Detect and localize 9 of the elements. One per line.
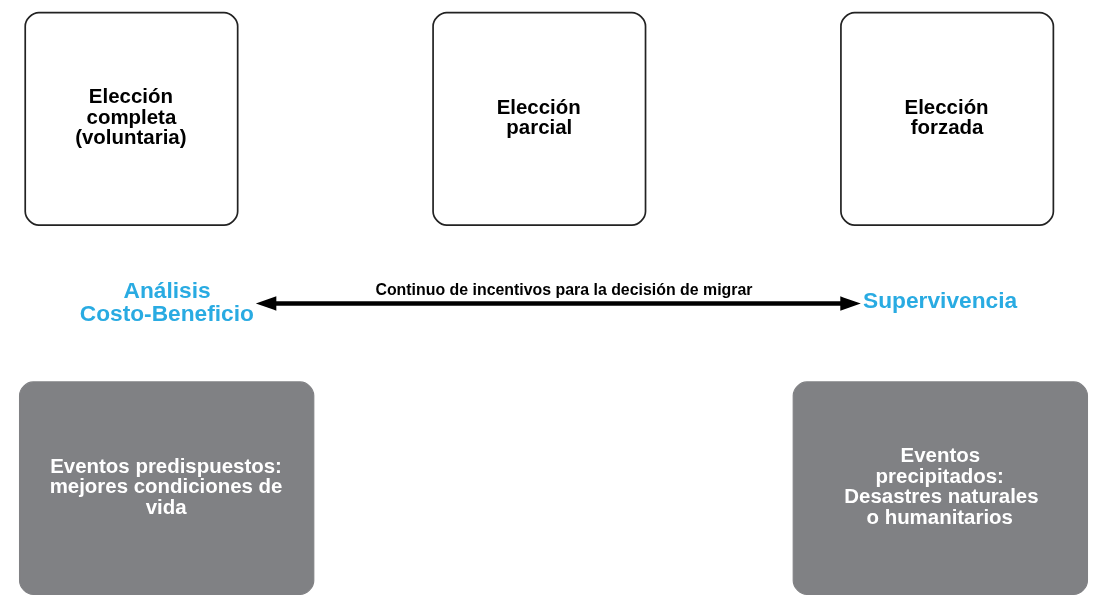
- node-box: Elección completa (voluntaria): [24, 11, 239, 226]
- node-box: Eventos predispuestos: mejores condiciones de vida: [18, 381, 315, 595]
- node-box: Elección forzada: [840, 11, 1055, 226]
- node-text: Análisis Costo-Beneficio: [79, 276, 254, 326]
- edge-label: Continuo de incentivos para la decisión de migrar: [375, 280, 753, 298]
- arrow: [255, 296, 861, 311]
- node-box: Eventos precipitados: Desastres naturales o humanitarios: [792, 381, 1089, 595]
- node-box: Elección parcial: [432, 11, 647, 226]
- node-text: Supervivencia: [863, 287, 1018, 314]
